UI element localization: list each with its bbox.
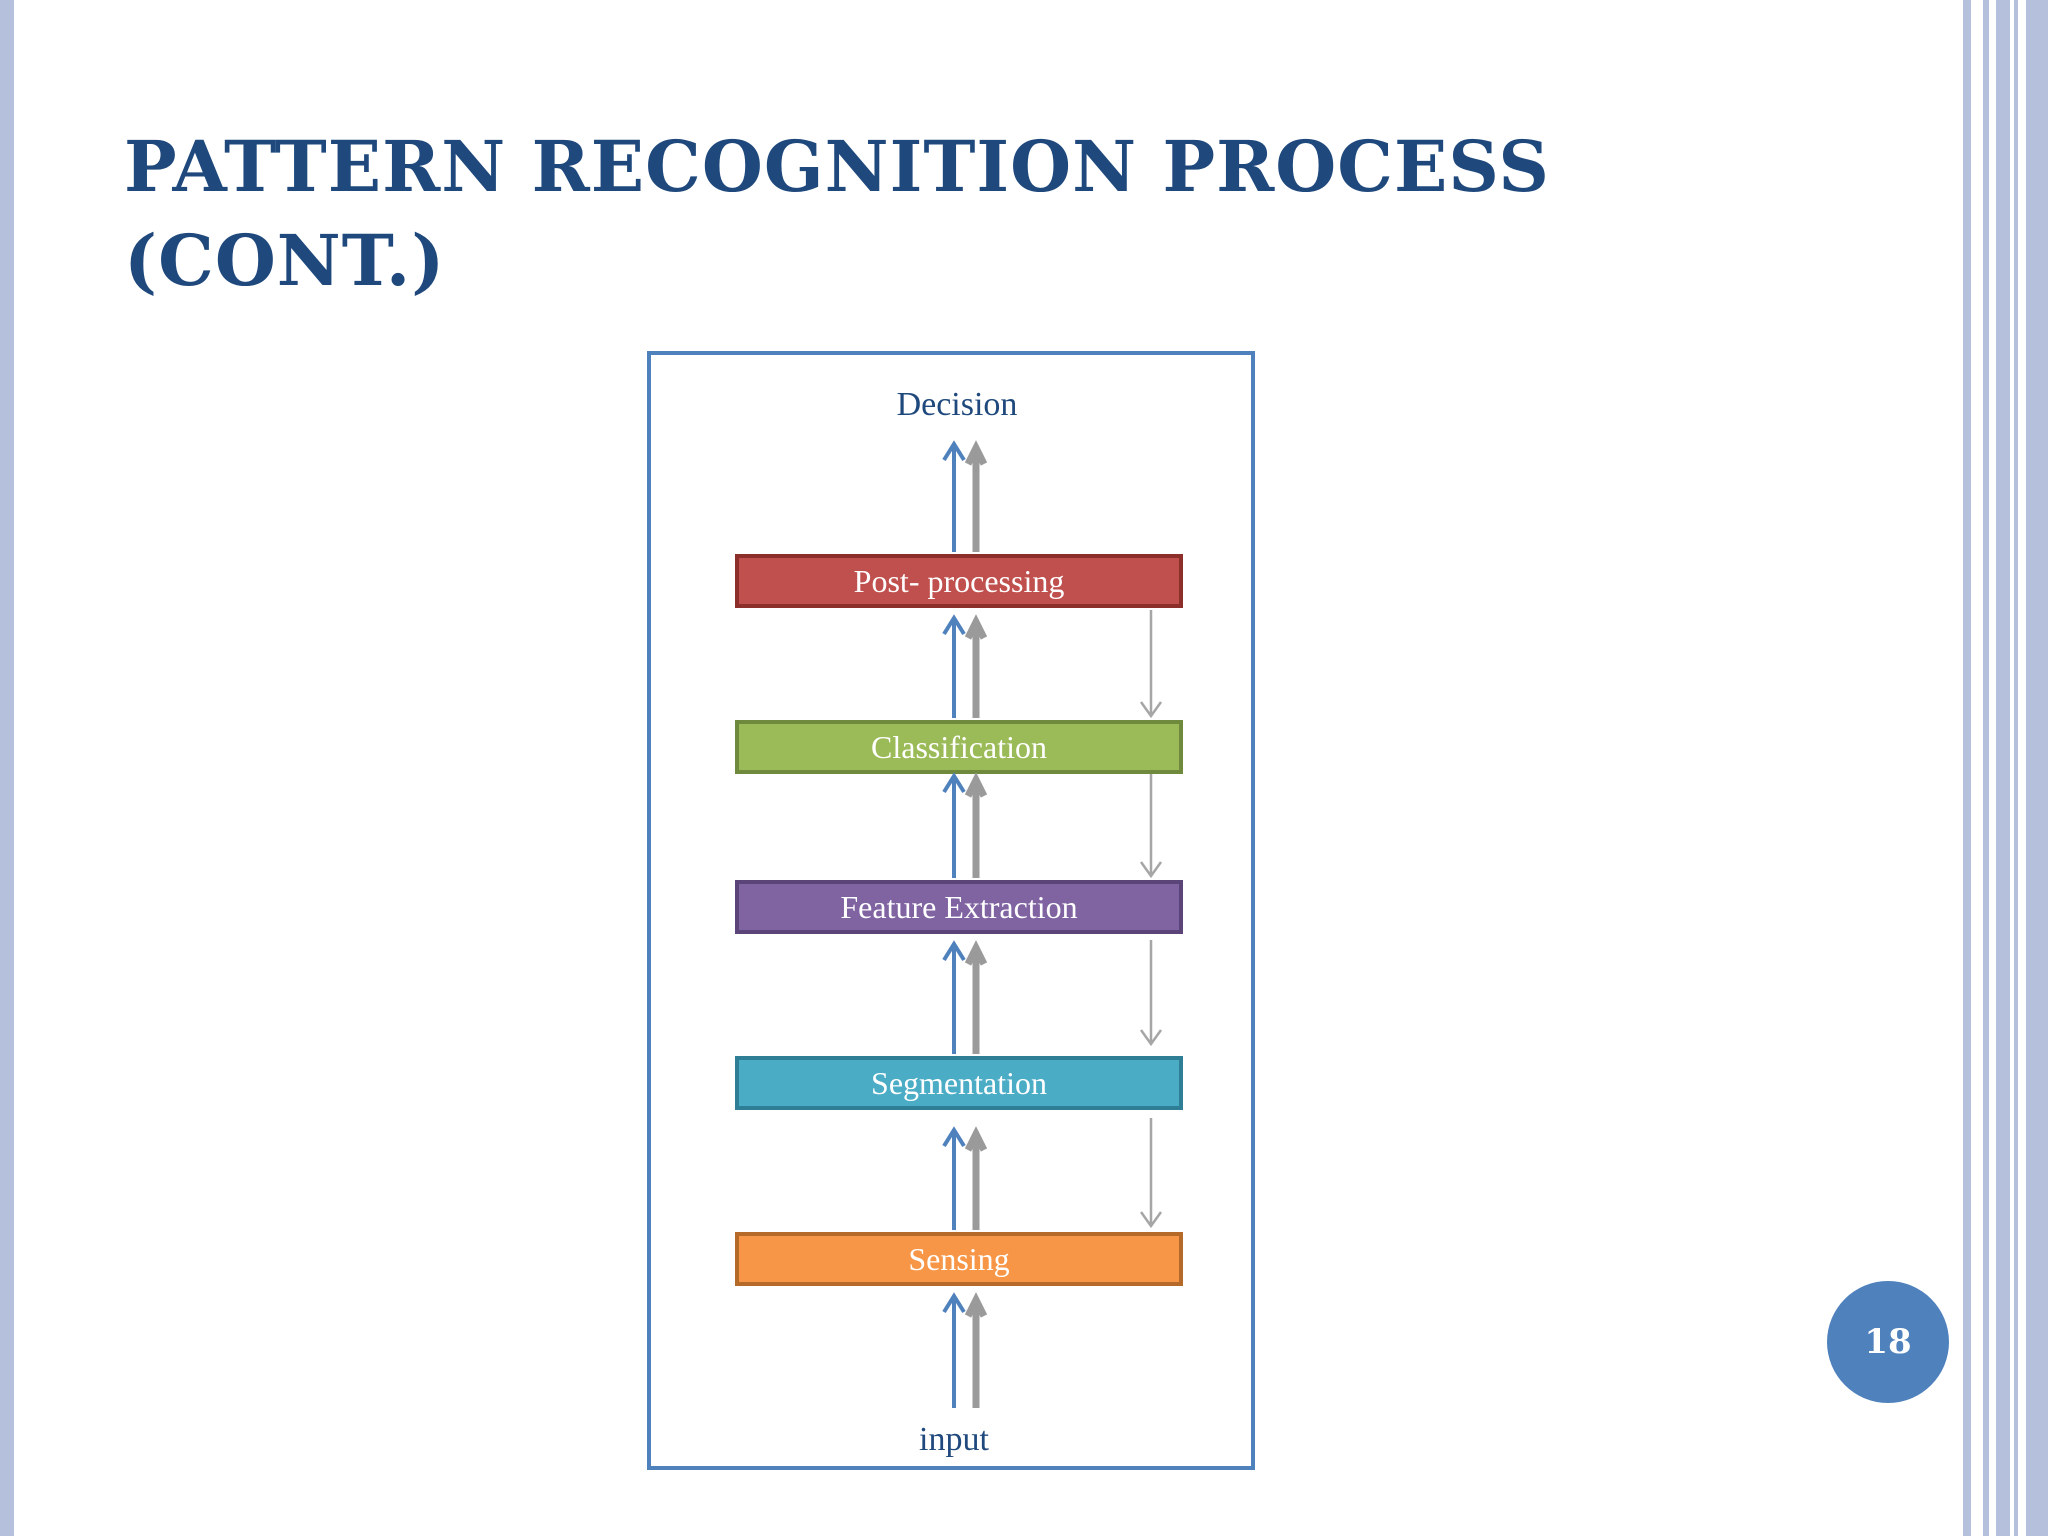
feedback-arrow-4 <box>1139 1118 1163 1229</box>
up-arrow-6 <box>942 440 966 552</box>
stage-box-feature-extraction: Feature Extraction <box>735 880 1183 934</box>
up-arrow-shadow-3 <box>964 940 988 1054</box>
slide-title-line-2: (CONT.) <box>124 219 446 302</box>
decision-label: Decision <box>896 386 1018 423</box>
stage-box-classification: Classification <box>735 720 1183 774</box>
stage-box-sensing: Sensing <box>735 1232 1183 1286</box>
feedback-arrow-1 <box>1139 610 1163 719</box>
page-number-badge: 18 <box>1827 1281 1949 1403</box>
stage-box-segmentation: Segmentation <box>735 1056 1183 1110</box>
up-arrow-shadow-6 <box>964 440 988 552</box>
right-border-decoration <box>1963 0 2048 1536</box>
up-arrow-shadow-4 <box>964 772 988 878</box>
up-arrow-shadow-2 <box>964 1126 988 1230</box>
stage-box-post-processing: Post- processing <box>735 554 1183 608</box>
feedback-arrow-3 <box>1139 940 1163 1047</box>
up-arrow-shadow-1 <box>964 1292 988 1408</box>
up-arrow-3 <box>942 940 966 1054</box>
slide-title-line-1: PATTERN RECOGNITION PROCESS <box>124 125 1550 208</box>
up-arrow-2 <box>942 1126 966 1230</box>
up-arrow-shadow-5 <box>964 614 988 718</box>
up-arrow-4 <box>942 772 966 878</box>
slide-title: PATTERN RECOGNITION PROCESS (CONT.) <box>124 120 1624 308</box>
up-arrow-1 <box>942 1292 966 1408</box>
diagram-frame <box>647 351 1255 1470</box>
input-label: input <box>919 1421 989 1458</box>
feedback-arrow-2 <box>1139 774 1163 879</box>
up-arrow-5 <box>942 614 966 718</box>
left-border <box>0 0 14 1536</box>
